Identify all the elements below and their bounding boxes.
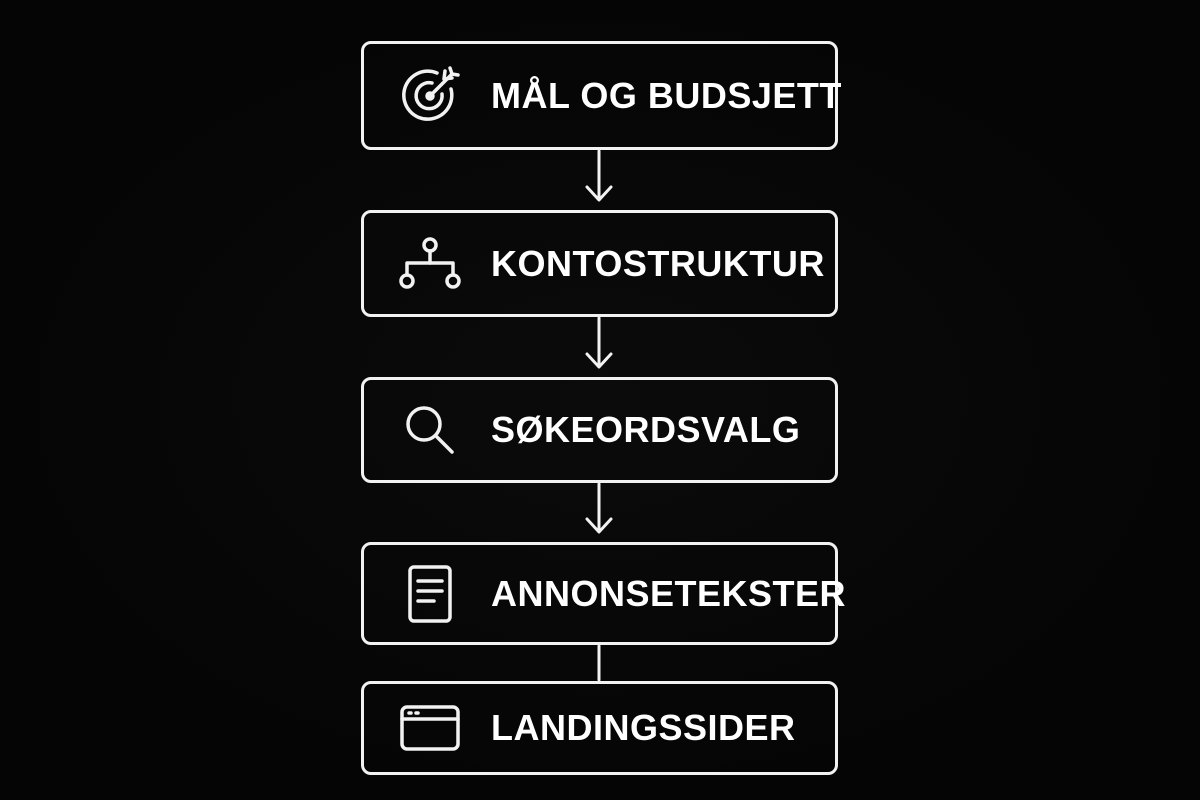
search-icon: [397, 397, 463, 463]
arrow-3-to-4: [585, 482, 613, 534]
step-label: KONTOSTRUKTUR: [491, 242, 825, 284]
step-account-structure: KONTOSTRUKTUR: [361, 210, 838, 317]
step-landing-pages: LANDINGSSIDER: [361, 681, 838, 775]
document-icon: [397, 561, 463, 627]
target-icon: [397, 63, 463, 129]
browser-window-icon: [397, 695, 463, 761]
hierarchy-icon: [397, 231, 463, 297]
step-label: LANDINGSSIDER: [491, 707, 796, 748]
arrow-2-to-3: [585, 316, 613, 369]
arrow-1-to-2: [585, 149, 613, 202]
step-ad-copy: ANNONSETEKSTER: [361, 542, 846, 645]
step-label: SØKEORDSVALG: [491, 409, 801, 450]
step-label: ANNONSETEKSTER: [491, 572, 847, 614]
step-keyword-selection: SØKEORDSVALG: [361, 377, 838, 483]
step-label: MÅL OG BUDSJETT: [491, 74, 842, 116]
step-goals-and-budget: MÅL OG BUDSJETT: [361, 41, 841, 150]
